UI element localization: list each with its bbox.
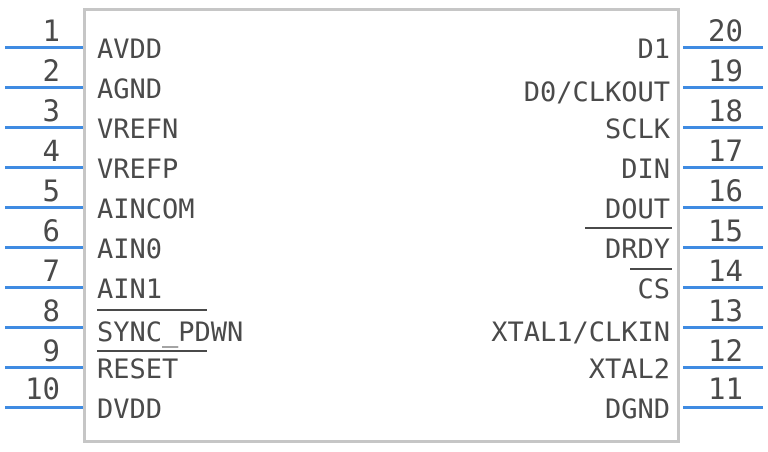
pin-line-6	[5, 246, 83, 249]
pin-line-12	[683, 366, 763, 369]
ic-body-outline	[83, 8, 680, 443]
pin-number-15: 15	[708, 214, 743, 248]
pin-line-9	[5, 366, 83, 369]
pin-number-18: 18	[708, 94, 743, 128]
pin-number-5: 5	[42, 174, 60, 208]
pin-label-agnd: AGND	[97, 74, 163, 105]
pin-number-13: 13	[708, 294, 743, 328]
pin-line-14	[683, 286, 763, 289]
pin-number-1: 1	[42, 14, 60, 48]
drdy-overbar	[630, 268, 672, 270]
pin-line-18	[683, 126, 763, 129]
pin-number-10: 10	[25, 372, 60, 406]
pin-number-19: 19	[708, 54, 743, 88]
pin-line-10	[5, 406, 83, 409]
pin-label-aincom: AINCOM	[97, 194, 195, 225]
pin-label-xtal1-clkin: XTAL1/CLKIN	[491, 317, 670, 348]
pin-number-8: 8	[42, 294, 60, 328]
dout-overbar	[585, 227, 672, 229]
pin-line-1	[5, 46, 83, 49]
pin-label-vrefp: VREFP	[97, 154, 179, 185]
pin-line-2	[5, 86, 83, 89]
pin-line-19	[683, 86, 763, 89]
pin-line-16	[683, 206, 763, 209]
pin-label-d0-clkout: D0/CLKOUT	[523, 77, 670, 108]
pin-line-17	[683, 166, 763, 169]
pin-label-ain0: AIN0	[97, 234, 163, 265]
pin-label-avdd: AVDD	[97, 34, 163, 65]
pin-line-4	[5, 166, 83, 169]
pin-label-xtal2: XTAL2	[588, 354, 670, 385]
pin-number-16: 16	[708, 174, 743, 208]
pin-line-15	[683, 246, 763, 249]
pin-number-4: 4	[42, 134, 60, 168]
pin-label-cs: CS	[637, 274, 670, 305]
pin-number-20: 20	[708, 14, 743, 48]
pin-line-8	[5, 326, 83, 329]
pin-label-dgnd: DGND	[604, 394, 670, 425]
pin-number-3: 3	[42, 94, 60, 128]
pin-label-dout: DOUT	[604, 194, 670, 225]
pin-number-14: 14	[708, 254, 743, 288]
pin-number-6: 6	[42, 214, 60, 248]
pin-label-sclk: SCLK	[604, 114, 670, 145]
pin-label-ain1: AIN1	[97, 274, 163, 305]
pin-number-17: 17	[708, 134, 743, 168]
pin-number-9: 9	[42, 334, 60, 368]
pin-line-13	[683, 326, 763, 329]
pin-number-11: 11	[708, 372, 743, 406]
pin-number-7: 7	[42, 254, 60, 288]
pin-label-din: DIN	[621, 154, 670, 185]
pin-number-2: 2	[42, 54, 60, 88]
pin-label-sync-pdwn: SYNC_PDWN	[97, 317, 244, 348]
sync-overbar	[97, 309, 207, 311]
pin-number-12: 12	[708, 334, 743, 368]
reset-overbar	[97, 350, 207, 352]
pin-label-reset: RESET	[97, 354, 179, 385]
pin-label-vrefn: VREFN	[97, 114, 179, 145]
pin-line-20	[683, 46, 763, 49]
pin-label-d1: D1	[637, 34, 670, 65]
pin-line-5	[5, 206, 83, 209]
pin-label-drdy: DRDY	[604, 234, 670, 265]
pin-line-11	[683, 406, 763, 409]
pin-line-3	[5, 126, 83, 129]
pin-label-dvdd: DVDD	[97, 394, 163, 425]
pin-line-7	[5, 286, 83, 289]
